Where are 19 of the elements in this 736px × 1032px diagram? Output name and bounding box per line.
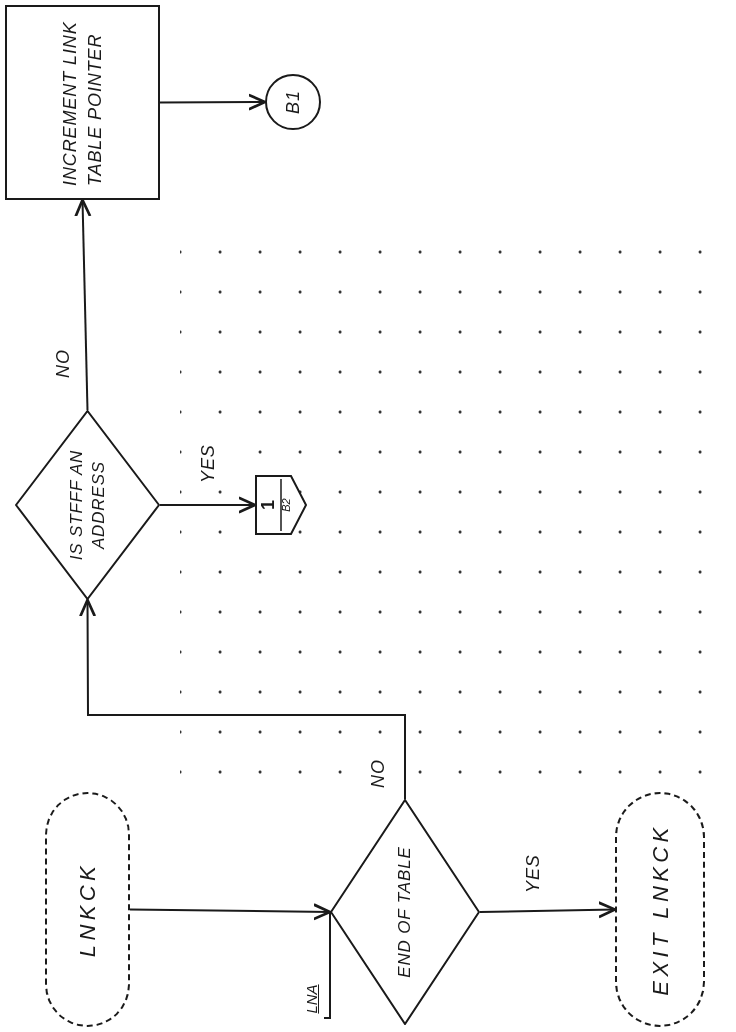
node-text: LNKCK — [74, 861, 101, 958]
node-text: END OF TABLE — [394, 845, 416, 980]
process-box — [5, 5, 160, 200]
connector-line — [323, 911, 331, 1019]
node-text: B1 — [281, 90, 304, 114]
node-text: LNA — [301, 984, 321, 1014]
node-text: IS STFFF AN ADDRESS — [66, 448, 109, 562]
node-text: INCREMENT LINK TABLE POINTER — [58, 20, 106, 186]
node-text: B2 — [280, 498, 292, 512]
arrow — [79, 598, 406, 800]
arrow — [129, 903, 332, 921]
arrow — [159, 496, 257, 514]
arrow — [159, 93, 267, 111]
decision-diamond — [15, 410, 160, 600]
decision-diamond — [330, 799, 480, 1025]
node-text: EXIT LNKCK — [646, 823, 674, 996]
arrow — [74, 198, 92, 411]
node-text: 1 — [258, 500, 277, 510]
arrow — [479, 901, 617, 919]
